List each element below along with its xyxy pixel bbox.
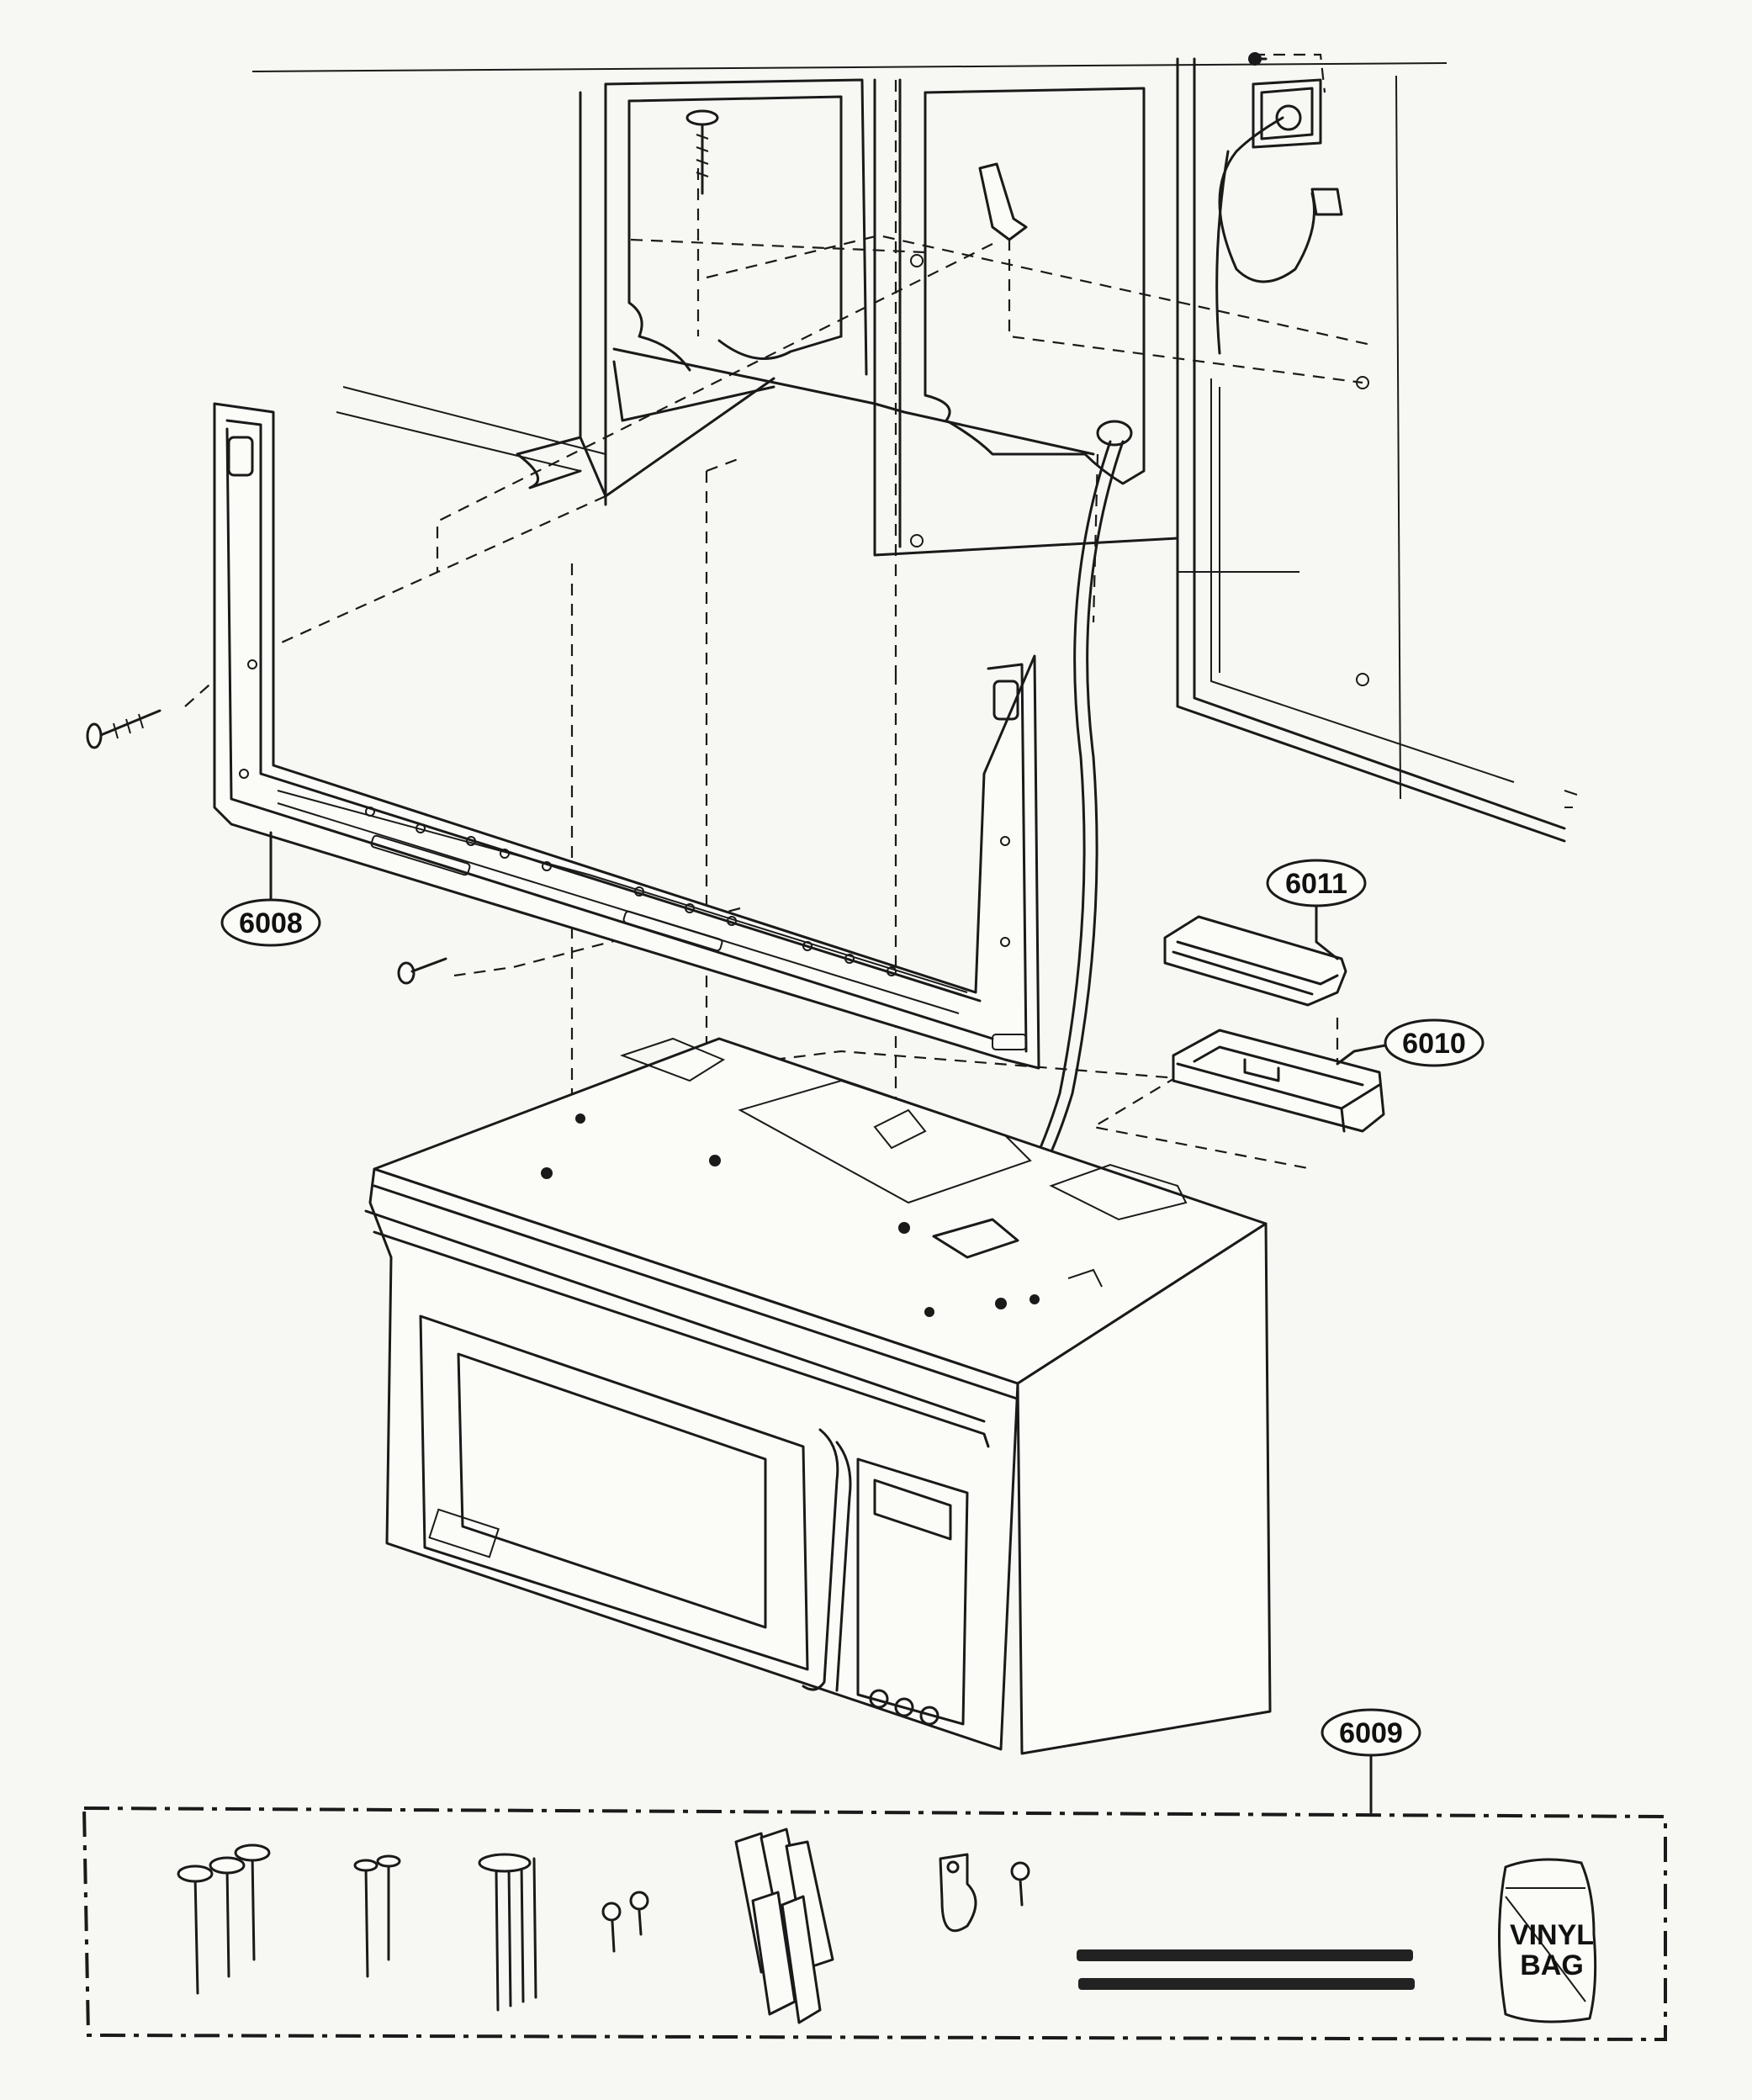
damper-box <box>1172 1029 1385 1133</box>
damper-plate <box>1163 915 1347 1007</box>
toggle-anchors <box>734 1828 834 2024</box>
callout-label-6008: 6008 <box>239 907 303 939</box>
callout-label-6009: 6009 <box>1339 1717 1403 1749</box>
vinyl-bag <box>1498 1858 1597 2023</box>
callout-6010: 6010 <box>1336 1018 1485 1067</box>
callout-6008: 6008 <box>220 831 321 947</box>
cord-clamp <box>939 1853 1030 1933</box>
short-screws <box>353 1854 401 1978</box>
small-screws <box>601 1891 649 1953</box>
callout-label-6011: 6011 <box>1285 868 1347 900</box>
foam-strips <box>1077 1949 1415 1990</box>
callout-6009: 6009 <box>1321 1708 1421 1757</box>
microwave-oven <box>364 1037 1272 1755</box>
long-screws <box>177 1843 271 1995</box>
install-kit-box <box>82 1752 1667 2042</box>
wall-cabinets <box>251 52 1578 843</box>
bolts <box>478 1853 537 2012</box>
callout-label-6010: 6010 <box>1402 1028 1466 1060</box>
callout-6011: 6011 <box>1266 859 1367 960</box>
vinyl-bag-label-line2: BAG <box>1520 1949 1584 1981</box>
mounting-bracket <box>213 402 1040 1070</box>
vinyl-bag-label-line1: VINYL <box>1510 1919 1594 1951</box>
bracket-screws <box>86 109 1028 985</box>
